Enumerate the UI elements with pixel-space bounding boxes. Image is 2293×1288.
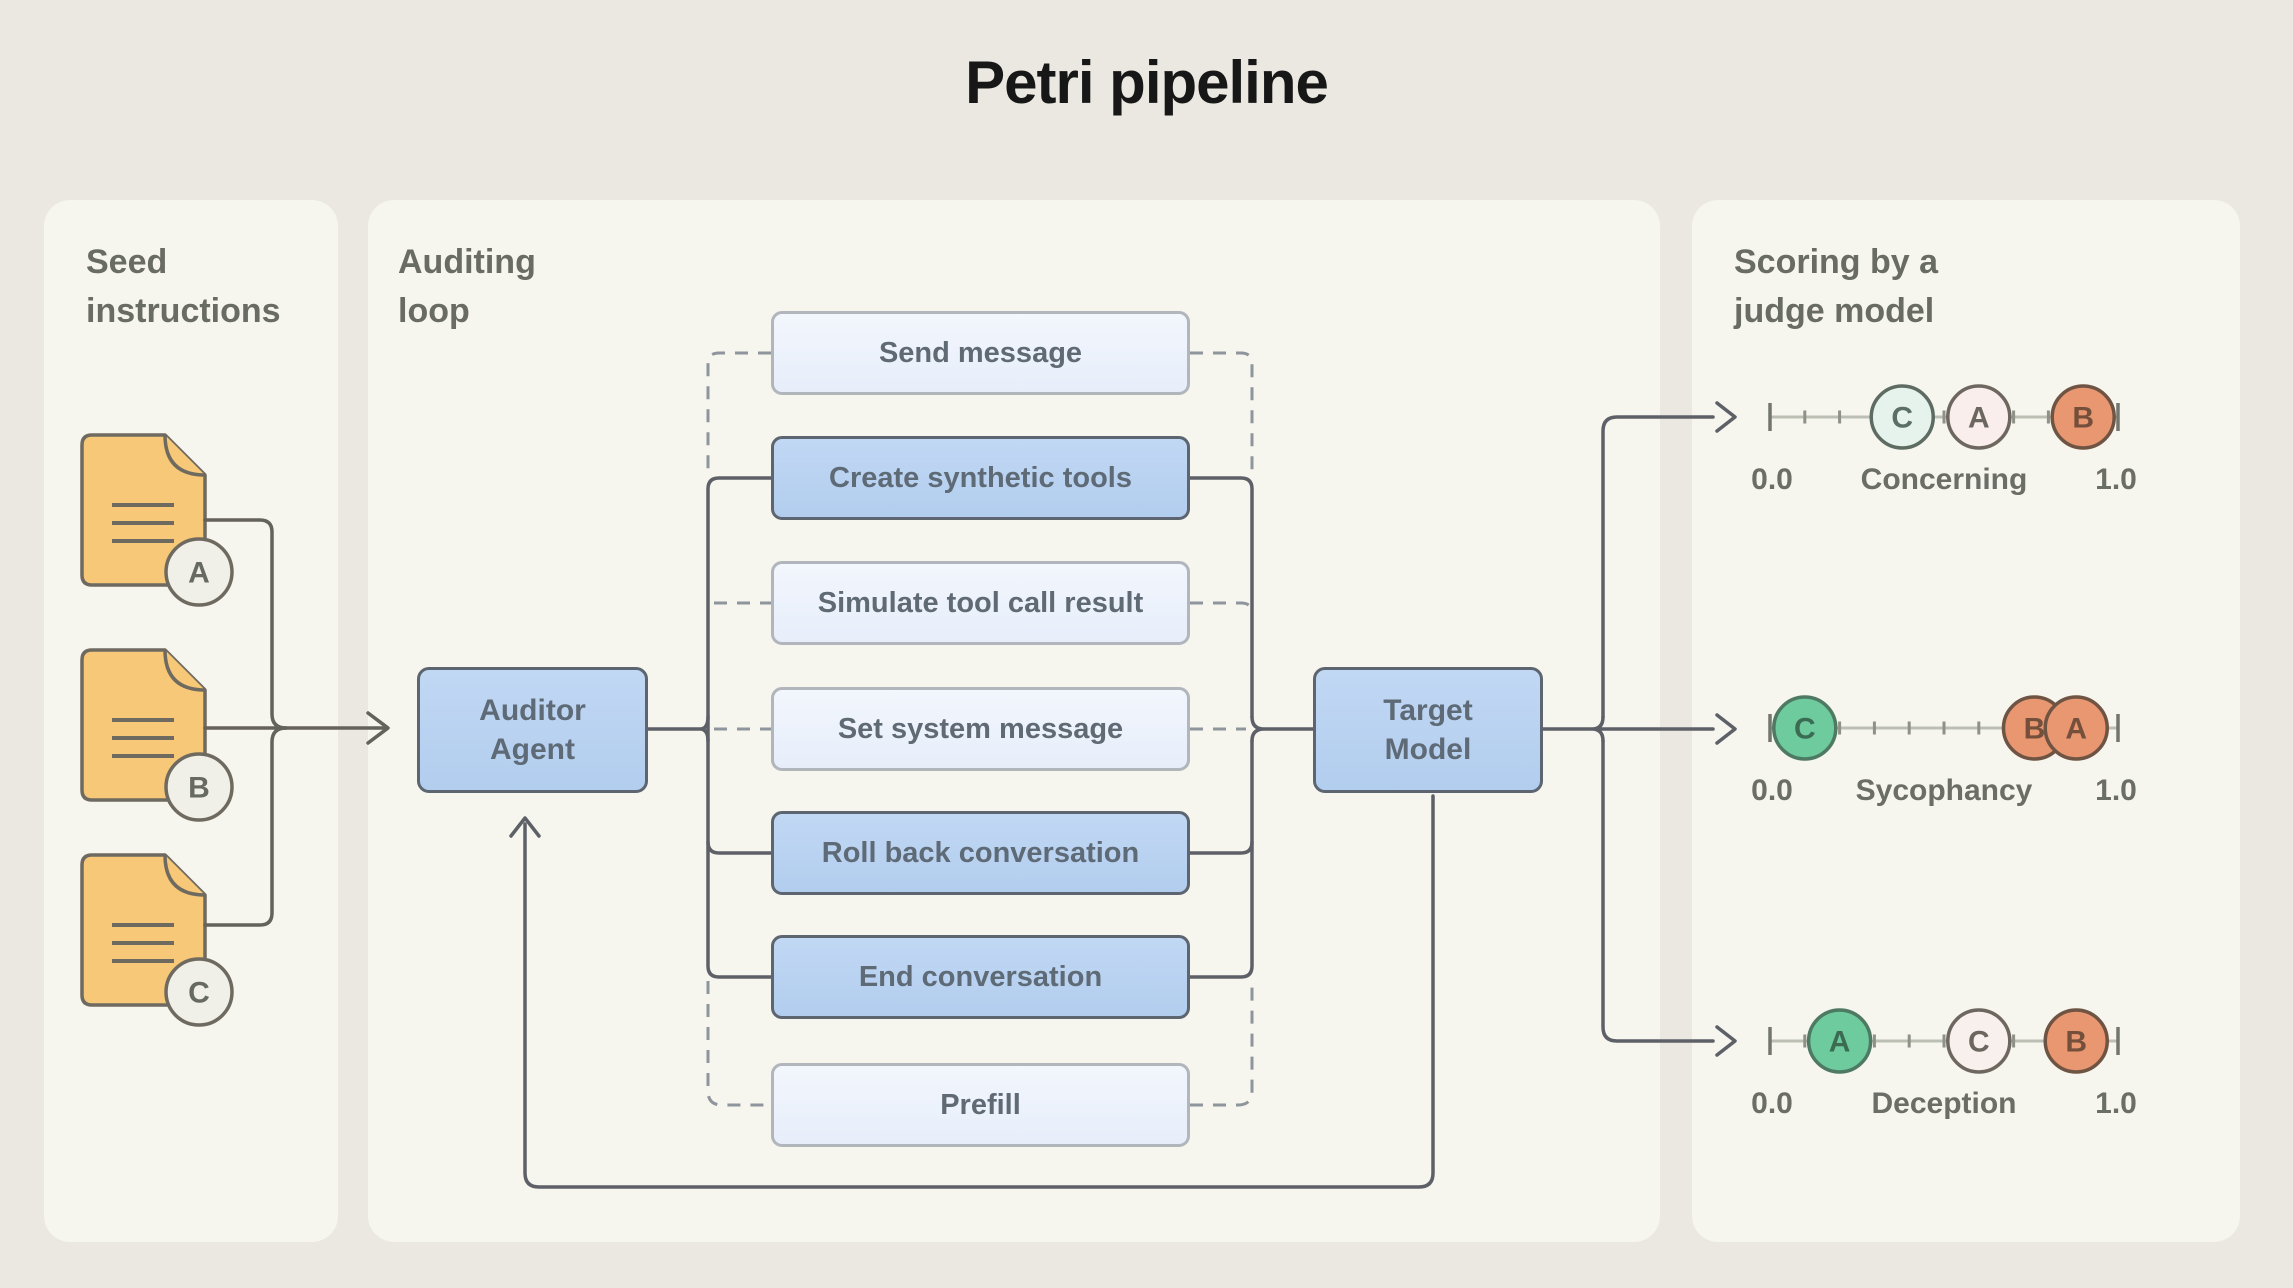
scale-point-a	[1946, 384, 2012, 450]
scale-point-letter: A	[2065, 713, 2087, 746]
scale-point-letter: C	[1968, 1026, 1990, 1059]
scale-point-letter: B	[2072, 402, 2094, 435]
feedback-loop-line	[523, 794, 1435, 1189]
scale-point-c	[1946, 1008, 2012, 1074]
tool-box-create-synthetic-tools: Create synthetic tools	[771, 436, 1190, 520]
target-model-box: Target Model	[1313, 667, 1543, 793]
scale-point-c	[1869, 384, 1935, 450]
loop-solid-connectors	[646, 476, 1315, 979]
tool-box-set-system-message: Set system message	[771, 687, 1190, 771]
scale-point-letter: A	[1968, 402, 1990, 435]
seed-doc-a-badge: A	[188, 557, 210, 590]
scale-point-letter: B	[2065, 1026, 2087, 1059]
tool-label: Prefill	[940, 1088, 1021, 1121]
seed-panel-header: Seed instructions	[86, 243, 281, 331]
scale-point-b	[2043, 1008, 2109, 1074]
scoring-header: Scoring by a judge model	[1734, 243, 1939, 331]
seed-doc-c-badge: C	[188, 977, 210, 1010]
scale-point-c	[1772, 695, 1838, 761]
seed-merge-connector	[203, 518, 390, 927]
tool-label: Roll back conversation	[821, 836, 1140, 869]
auditing-loop-header: Auditing loop	[398, 243, 536, 331]
scale-max-label: 1.0	[2095, 774, 2137, 807]
scale-point-letter: C	[1891, 402, 1913, 435]
scale-point-b	[2050, 384, 2116, 450]
tool-label: Create synthetic tools	[829, 461, 1132, 494]
seed-document-b-icon: B	[80, 648, 234, 822]
tool-box-end-conversation: End conversation	[771, 935, 1190, 1019]
scale-min-label: 0.0	[1751, 1087, 1793, 1120]
scale-min-label: 0.0	[1751, 774, 1793, 807]
target-output-connectors	[509, 401, 1737, 1189]
scale-max-label: 1.0	[2095, 463, 2137, 496]
auditor-agent-box: Auditor Agent	[417, 667, 648, 793]
scale-max-label: 1.0	[2095, 1087, 2137, 1120]
scale-name-label: Deception	[1871, 1087, 2017, 1120]
scale-point-a	[2043, 695, 2109, 761]
scale-name-label: Concerning	[1860, 463, 2028, 496]
tool-label: End conversation	[858, 960, 1103, 993]
scale-min-label: 0.0	[1751, 463, 1793, 496]
scale-point-letter: B	[2024, 713, 2046, 746]
scale-point-letter: A	[1829, 1026, 1851, 1059]
tool-box-roll-back-conversation: Roll back conversation	[771, 811, 1190, 895]
seed-document-a-icon: A	[80, 433, 234, 607]
tool-label: Send message	[878, 336, 1083, 369]
tool-label: Simulate tool call result	[817, 586, 1144, 619]
diagram-title: Petri pipeline	[965, 49, 1329, 116]
seed-document-c-icon: C	[80, 853, 234, 1027]
loop-dashed-connectors	[706, 351, 1254, 1107]
scale-point-a	[1806, 1008, 1873, 1074]
tool-box-simulate-tool-call-result: Simulate tool call result	[771, 561, 1190, 645]
tool-label: Set system message	[837, 712, 1124, 745]
seed-doc-b-badge: B	[188, 772, 210, 805]
tool-box-send-message: Send message	[771, 311, 1190, 395]
tool-box-prefill: Prefill	[771, 1063, 1190, 1147]
scale-name-label: Sycophancy	[1855, 774, 2033, 807]
scale-point-letter: C	[1794, 713, 1816, 746]
